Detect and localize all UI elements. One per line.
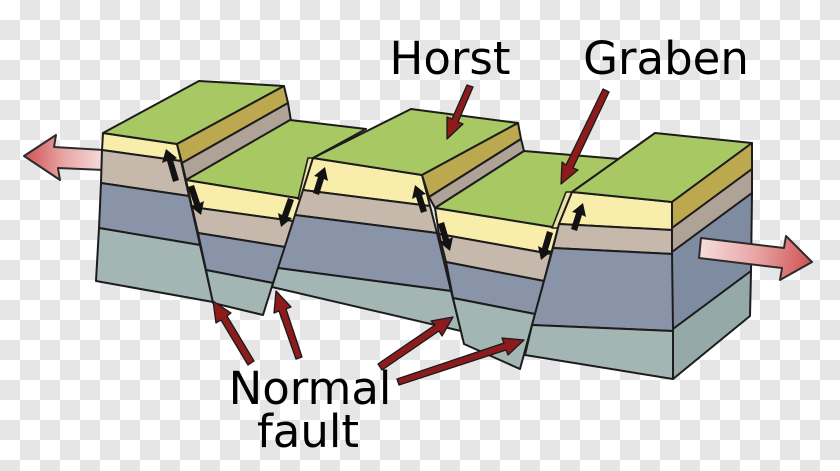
normal-fault-pointer-arrow2-icon [273,290,303,360]
right-horst-front-bluegray-layer [531,247,674,332]
right-horst-block [524,132,753,380]
pink-extension-arrow-left-icon [23,134,105,181]
right-horst-side-teal-band [672,270,752,380]
fault4-up-arrow-icon [571,203,586,231]
left-horst-block [95,80,292,303]
fault2-down-arrow-icon [278,198,294,227]
right-horst-front-teal-layer [524,324,674,380]
normal-fault-pointer-arrow1-icon [212,300,255,366]
normal-fault-label-line2: fault [257,405,359,458]
horst-pointer-arrow-icon [446,84,474,140]
normal-fault-pointer-arrow4-icon [396,337,525,386]
normal-fault-pointer-arrow3-icon [377,316,454,371]
graben1-front-teal-layer [205,269,274,316]
annotation-arrows [212,84,610,386]
pink-extension-arrow-right-icon [698,235,813,281]
horst-label: Horst [390,32,511,85]
fault4-down-arrow-icon [538,231,553,260]
graben1-block [185,119,367,316]
fault-slip-arrows [162,149,586,260]
graben-label: Graben [583,32,749,85]
fault1-up-arrow-icon [162,149,179,182]
fault3-down-arrow-icon [438,222,453,251]
normal-fault-label-line1: Normal [229,362,392,415]
graben2-front-teal-layer [452,297,536,370]
graben-pointer-arrow-icon [560,88,610,185]
fault2-up-arrow-icon [313,167,328,195]
fault1-down-arrow-icon [188,185,204,215]
fault3-up-arrow-icon [412,185,427,213]
